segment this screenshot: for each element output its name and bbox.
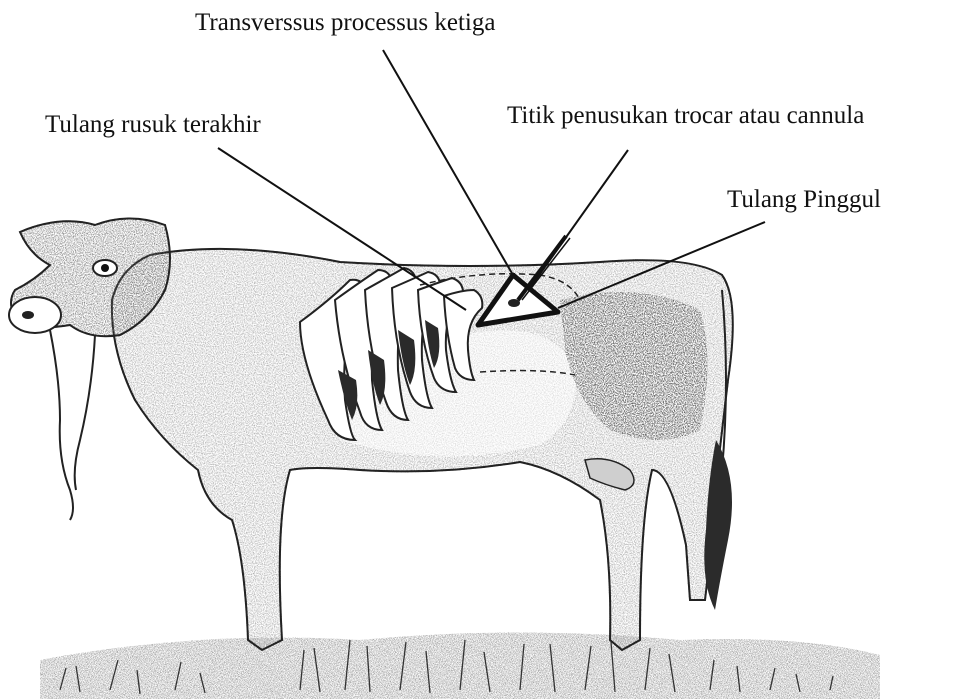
label-transverse-process: Transverssus processus ketiga xyxy=(195,10,495,35)
label-last-rib: Tulang rusuk terakhir xyxy=(45,112,261,137)
halter-rope xyxy=(50,330,95,520)
leader-transverse-process xyxy=(383,50,513,275)
label-hip-bone: Tulang Pinggul xyxy=(727,187,881,212)
label-trocar-point: Titik penusukan trocar atau cannula xyxy=(507,103,864,128)
